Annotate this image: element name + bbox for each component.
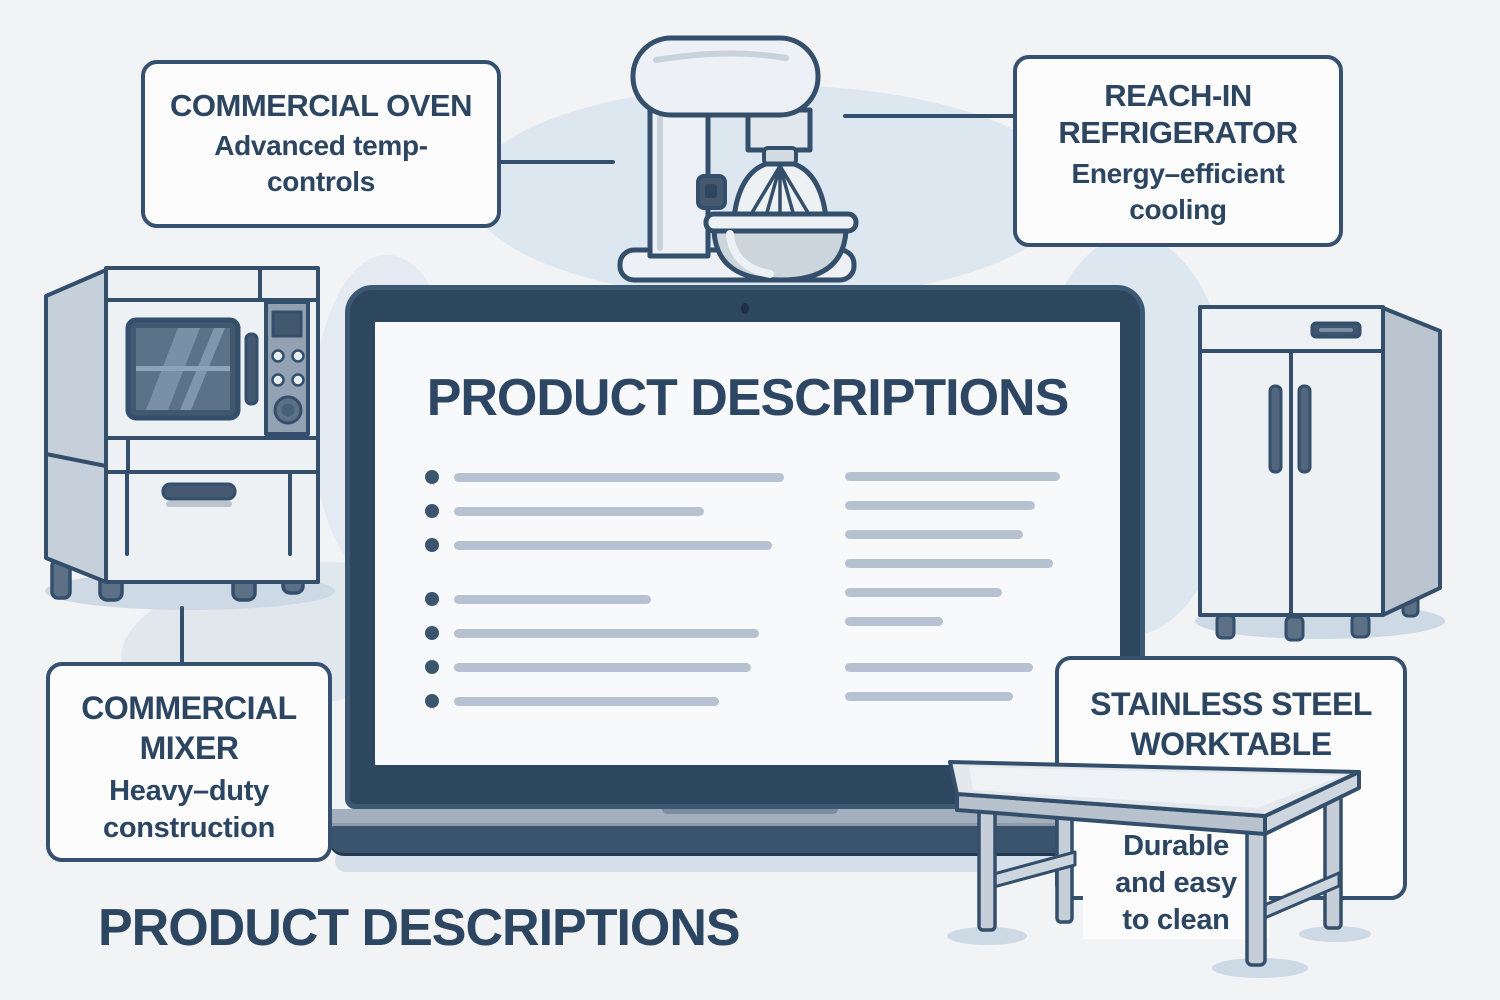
product-list-left — [425, 460, 784, 718]
ground-shadow — [947, 927, 1027, 945]
placeholder-text-line — [454, 662, 751, 672]
placeholder-text-line — [845, 663, 1033, 672]
list-bullet — [425, 660, 439, 674]
placeholder-text-line — [454, 696, 719, 706]
placeholder-text-line — [845, 559, 1053, 568]
list-bullet — [425, 470, 439, 484]
placeholder-text-line — [845, 501, 1035, 510]
list-bullet — [425, 694, 439, 708]
mixer-bowl-rim — [703, 211, 859, 234]
callout-title: REACH-IN REFRIGERATOR — [1058, 78, 1298, 150]
oven-display — [271, 310, 303, 338]
callout-reach-in-refrigerator: REACH-IN REFRIGERATOR Energy–efficient c… — [1013, 55, 1343, 247]
list-item — [425, 582, 784, 616]
laptop-base — [328, 826, 1192, 853]
list-group — [845, 653, 1060, 711]
callout-subtitle: Heavy–duty construction — [102, 775, 275, 844]
placeholder-text-line — [845, 617, 943, 626]
list-item — [845, 682, 1060, 711]
placeholder-text-line — [454, 472, 784, 482]
product-list-right — [845, 462, 1060, 711]
list-bullet — [425, 626, 439, 640]
ground-shadow — [1299, 926, 1371, 942]
footer-title: PRODUCT DESCRIPTIONS — [98, 899, 741, 957]
callout-title: COMMERCIAL MIXER — [81, 690, 297, 766]
laptop-camera-icon — [741, 303, 749, 314]
laptop-lid-notch — [662, 809, 838, 814]
list-item — [845, 462, 1060, 491]
placeholder-text-line — [845, 588, 1002, 597]
list-item — [845, 653, 1060, 682]
oven-door-handle — [244, 332, 259, 406]
list-item — [425, 494, 784, 528]
list-item — [425, 616, 784, 650]
callout-title: STAINLESS STEEL WORKTABLE — [1090, 686, 1372, 762]
list-item — [845, 520, 1060, 549]
list-bullet — [425, 504, 439, 518]
commercial-oven-illustration — [44, 266, 320, 602]
fridge-leg — [1350, 613, 1371, 639]
fridge-door-handle — [1297, 384, 1312, 474]
list-item — [845, 491, 1060, 520]
callout-subtitle: Energy–efficient cooling — [1071, 158, 1285, 225]
reach-in-refrigerator-illustration — [1198, 305, 1442, 642]
fridge-leg — [1284, 615, 1305, 642]
mixer-head — [630, 35, 821, 118]
oven-button — [291, 349, 305, 363]
list-item — [845, 607, 1060, 636]
placeholder-text-line — [454, 628, 759, 638]
screen-page-title: PRODUCT DESCRIPTIONS — [426, 369, 1070, 427]
list-item — [425, 684, 784, 718]
fridge-leg — [1215, 613, 1236, 640]
callout-subtitle: Durable and easy to clean — [1083, 828, 1269, 939]
list-group — [845, 462, 1060, 636]
ground-shadow — [1212, 958, 1308, 978]
oven-button — [271, 373, 285, 387]
list-item — [425, 528, 784, 562]
worktable-leg — [977, 798, 997, 932]
stand-mixer-illustration — [617, 35, 859, 283]
list-item — [845, 549, 1060, 578]
connector-mixer-callout — [180, 606, 184, 666]
list-bullet — [425, 592, 439, 606]
callout-commercial-mixer: COMMERCIAL MIXER Heavy–duty construction — [46, 662, 332, 862]
callout-subtitle: Advanced temp- controls — [214, 130, 428, 197]
list-item — [425, 460, 784, 494]
oven-drawer-handle — [161, 482, 237, 501]
placeholder-text-line — [454, 594, 651, 604]
worktable-leg — [1323, 794, 1343, 930]
callout-commercial-oven: COMMERCIAL OVEN Advanced temp- controls — [141, 60, 501, 228]
oven-side-panel — [44, 268, 108, 584]
fridge-side-panel — [1381, 306, 1442, 617]
list-item — [425, 650, 784, 684]
placeholder-text-line — [845, 692, 1013, 701]
oven-button — [291, 373, 305, 387]
fridge-door-handle — [1268, 384, 1283, 474]
list-item — [845, 578, 1060, 607]
list-group — [425, 460, 784, 562]
placeholder-text-line — [454, 506, 704, 516]
callout-title: COMMERCIAL OVEN — [170, 88, 472, 123]
oven-rack — [136, 366, 230, 371]
worktable-leg — [1245, 816, 1267, 967]
connector-oven-callout — [498, 160, 615, 164]
placeholder-text-line — [845, 472, 1060, 481]
placeholder-text-line — [845, 530, 1023, 539]
stainless-steel-worktable-illustration — [947, 760, 1371, 978]
list-bullet — [425, 538, 439, 552]
oven-button — [271, 349, 285, 363]
list-group — [425, 582, 784, 718]
placeholder-text-line — [454, 540, 772, 550]
connector-refrigerator-callout — [843, 114, 1015, 118]
